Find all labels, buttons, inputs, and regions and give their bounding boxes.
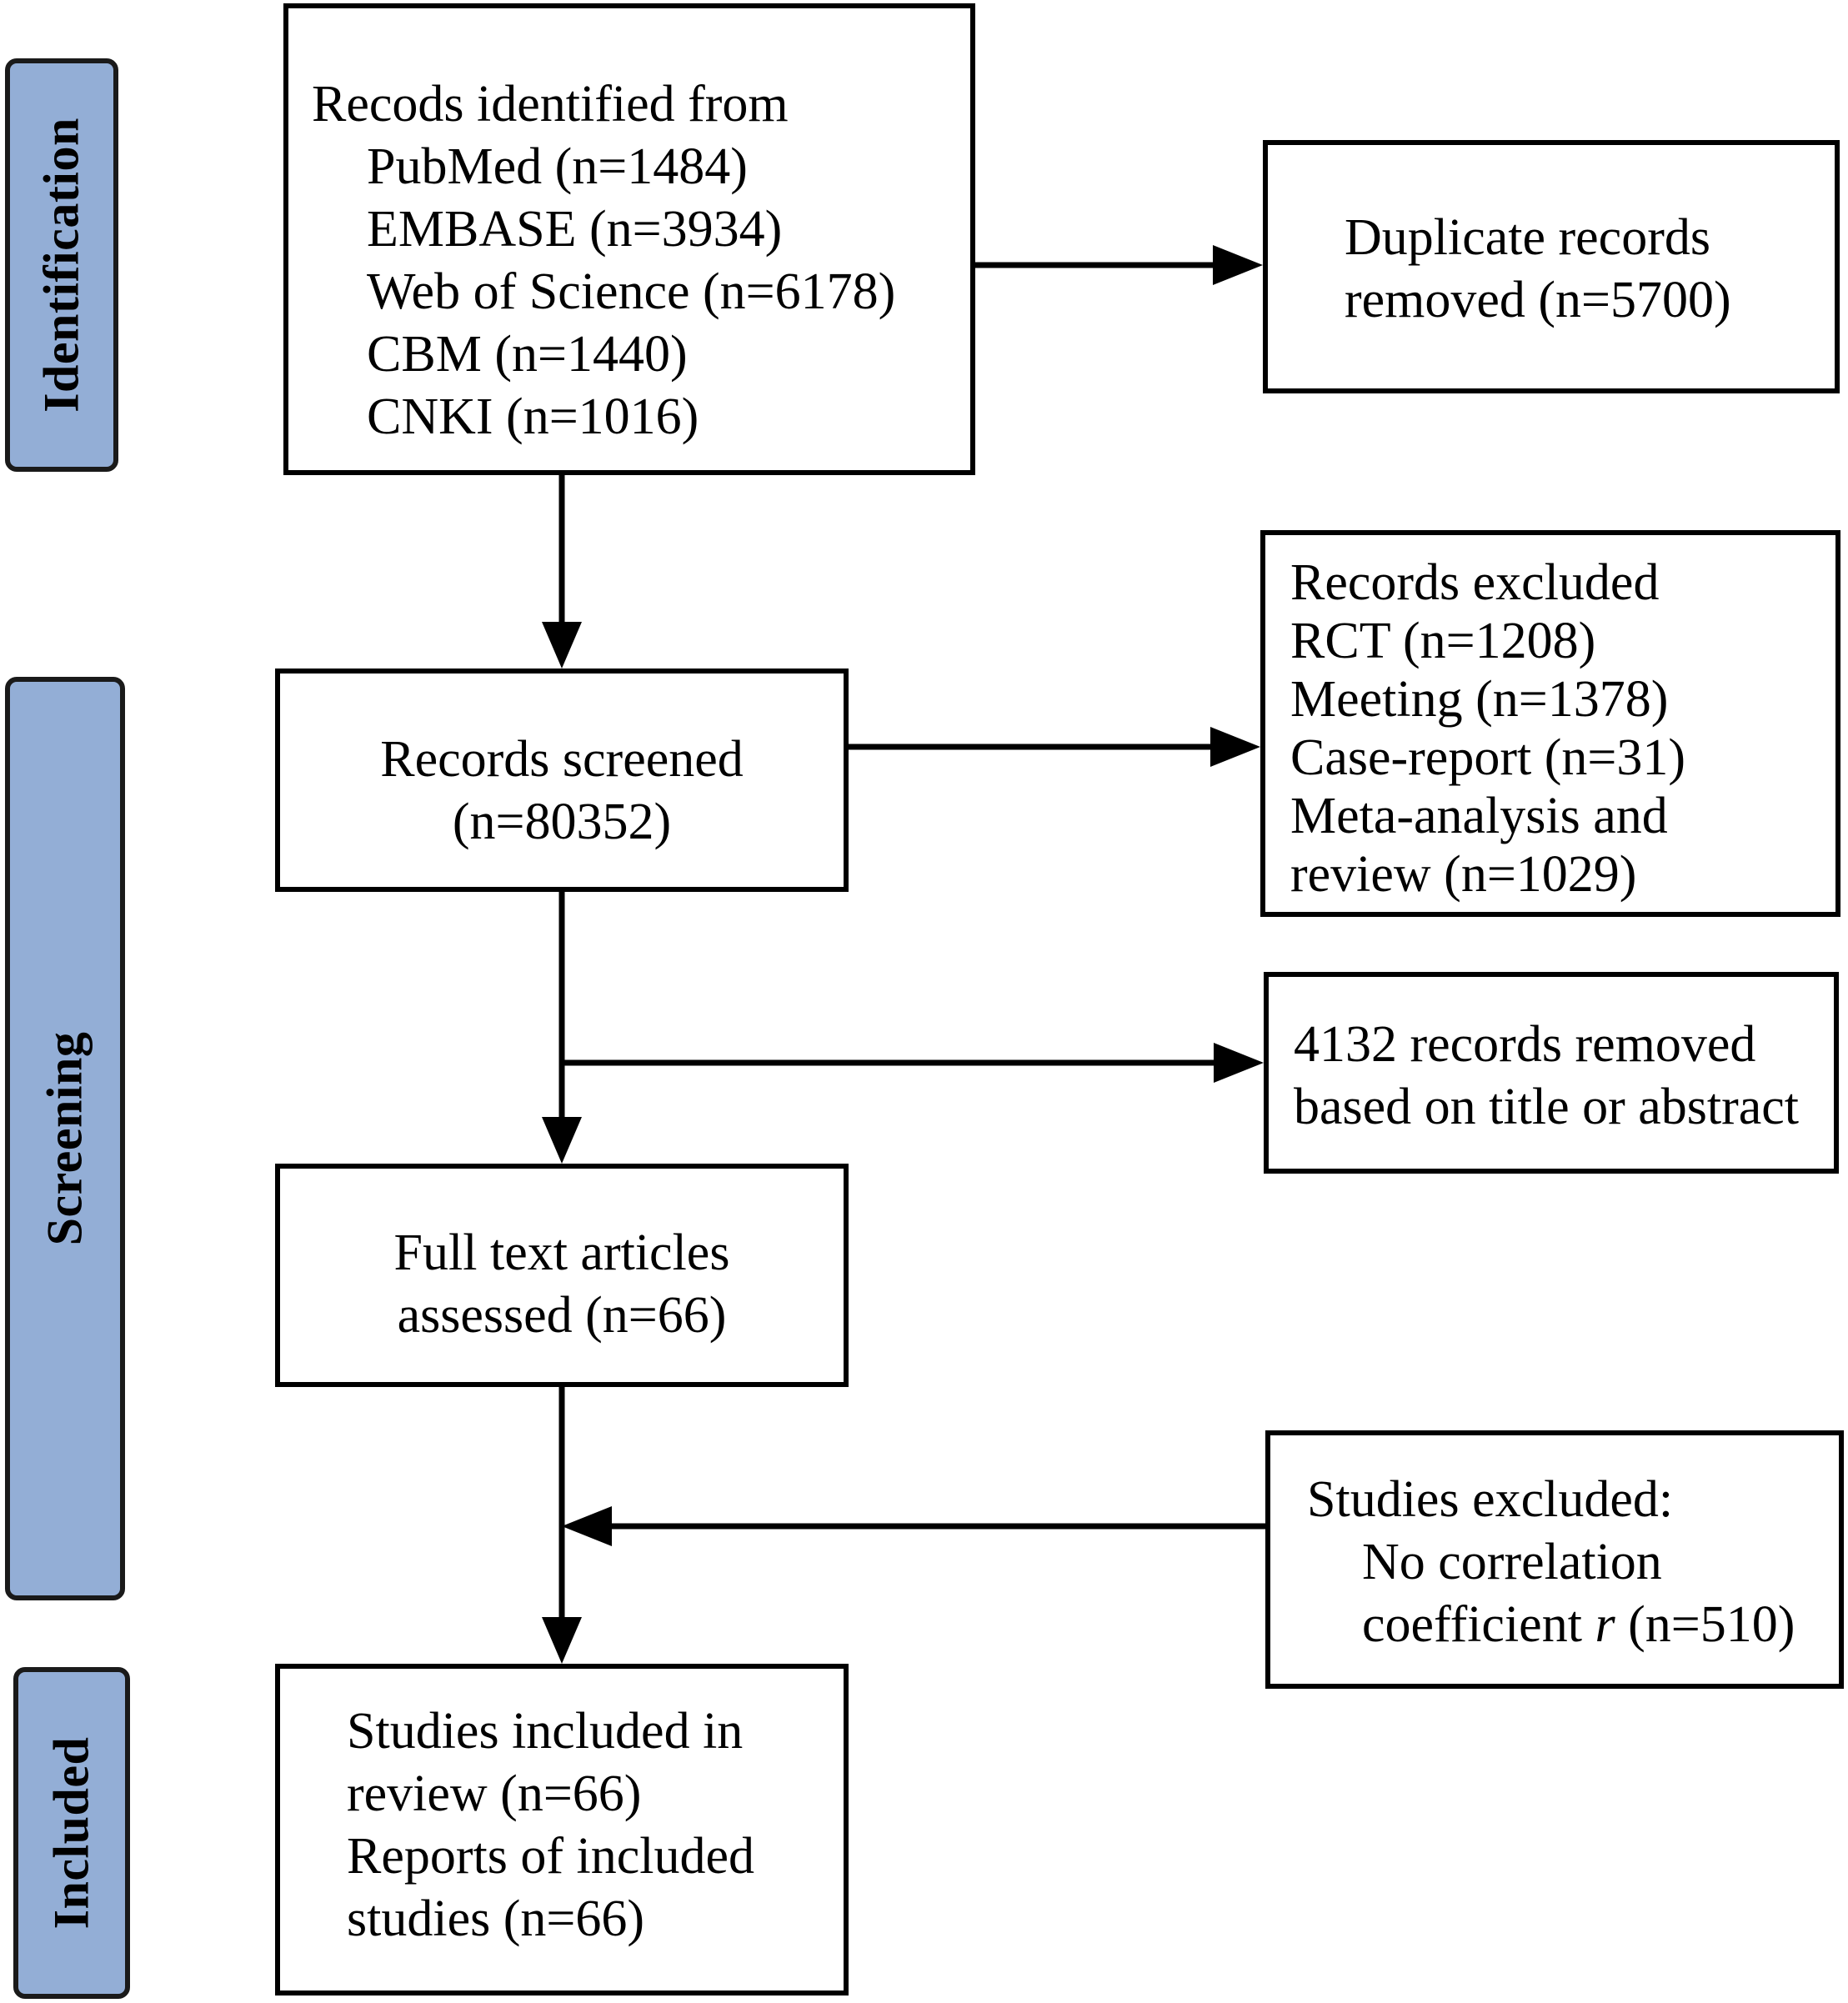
stage-included-label: Included <box>43 1736 99 1930</box>
coefficient-r-symbol: r <box>1595 1596 1615 1653</box>
records-screened-line-2: (n=80352) <box>452 794 672 850</box>
studies-excluded-heading: Studies excluded: <box>1307 1471 1674 1528</box>
source-cnki: CNKI (n=1016) <box>367 388 699 445</box>
excluded-meta-analysis-line-2: review (n=1029) <box>1290 846 1637 903</box>
records-excluded-heading: Records excluded <box>1290 554 1660 611</box>
stage-screening: Screening <box>5 677 125 1600</box>
excluded-rct: RCT (n=1208) <box>1290 613 1596 669</box>
stage-identification-label: Identification <box>33 118 89 413</box>
arrowhead-fulltext <box>542 1117 582 1164</box>
studies-included-line-2: review (n=66) <box>347 1765 642 1822</box>
stage-included: Included <box>13 1667 130 1999</box>
arrowhead-excluded <box>1210 727 1260 767</box>
full-text-line-1: Full text articles <box>393 1224 730 1281</box>
studies-included-line-1: Studies included in <box>347 1703 744 1760</box>
arrowhead-duplicates <box>1213 245 1263 285</box>
studies-included-line-4: studies (n=66) <box>347 1890 644 1947</box>
arrowhead-included <box>542 1617 582 1664</box>
studies-excluded-box: Studies excluded: No correlation coeffic… <box>1265 1430 1844 1689</box>
source-embase: EMBASE (n=3934) <box>367 201 783 258</box>
title-abstract-removed-box: 4132 records removed based on title or a… <box>1264 972 1839 1174</box>
title-abstract-line-1: 4132 records removed <box>1294 1016 1756 1073</box>
source-cbm: CBM (n=1440) <box>367 326 688 383</box>
coefficient-prefix: coefficient <box>1362 1596 1595 1653</box>
records-screened-box: Records screened (n=80352) <box>275 669 849 892</box>
studies-included-line-3: Reports of included <box>347 1828 755 1885</box>
studies-excluded-line-1: No correlation <box>1362 1534 1662 1590</box>
studies-excluded-line-2: coefficient r (n=510) <box>1307 1594 1839 1656</box>
records-identified-heading: Recods identified from <box>312 76 789 133</box>
title-abstract-line-2: based on title or abstract <box>1294 1079 1800 1135</box>
source-pubmed: PubMed (n=1484) <box>367 138 748 195</box>
excluded-meeting: Meeting (n=1378) <box>1290 671 1669 728</box>
excluded-meta-analysis-line-1: Meta-analysis and <box>1290 788 1668 844</box>
full-text-assessed-box: Full text articles assessed (n=66) <box>275 1164 849 1387</box>
duplicates-line-1: Duplicate records <box>1345 209 1710 266</box>
full-text-line-2: assessed (n=66) <box>397 1287 727 1344</box>
arrowhead-screened <box>542 622 582 669</box>
stage-screening-label: Screening <box>37 1031 93 1246</box>
arrowhead-removed <box>1214 1043 1264 1083</box>
records-excluded-box: Records excluded RCT (n=1208) Meeting (n… <box>1260 530 1840 917</box>
source-web-of-science: Web of Science (n=6178) <box>367 263 896 320</box>
excluded-case-report: Case-report (n=31) <box>1290 729 1685 786</box>
records-identified-box: Recods identified from PubMed (n=1484) E… <box>283 3 975 475</box>
stage-identification: Identification <box>5 58 118 472</box>
records-screened-line-1: Records screened <box>380 731 744 788</box>
duplicates-removed-box: Duplicate records removed (n=5700) <box>1263 140 1840 393</box>
coefficient-count: (n=510) <box>1615 1596 1795 1653</box>
duplicates-line-2: removed (n=5700) <box>1345 272 1731 328</box>
arrowhead-studies-excluded <box>562 1506 612 1546</box>
studies-included-box: Studies included in review (n=66) Report… <box>275 1664 849 1995</box>
